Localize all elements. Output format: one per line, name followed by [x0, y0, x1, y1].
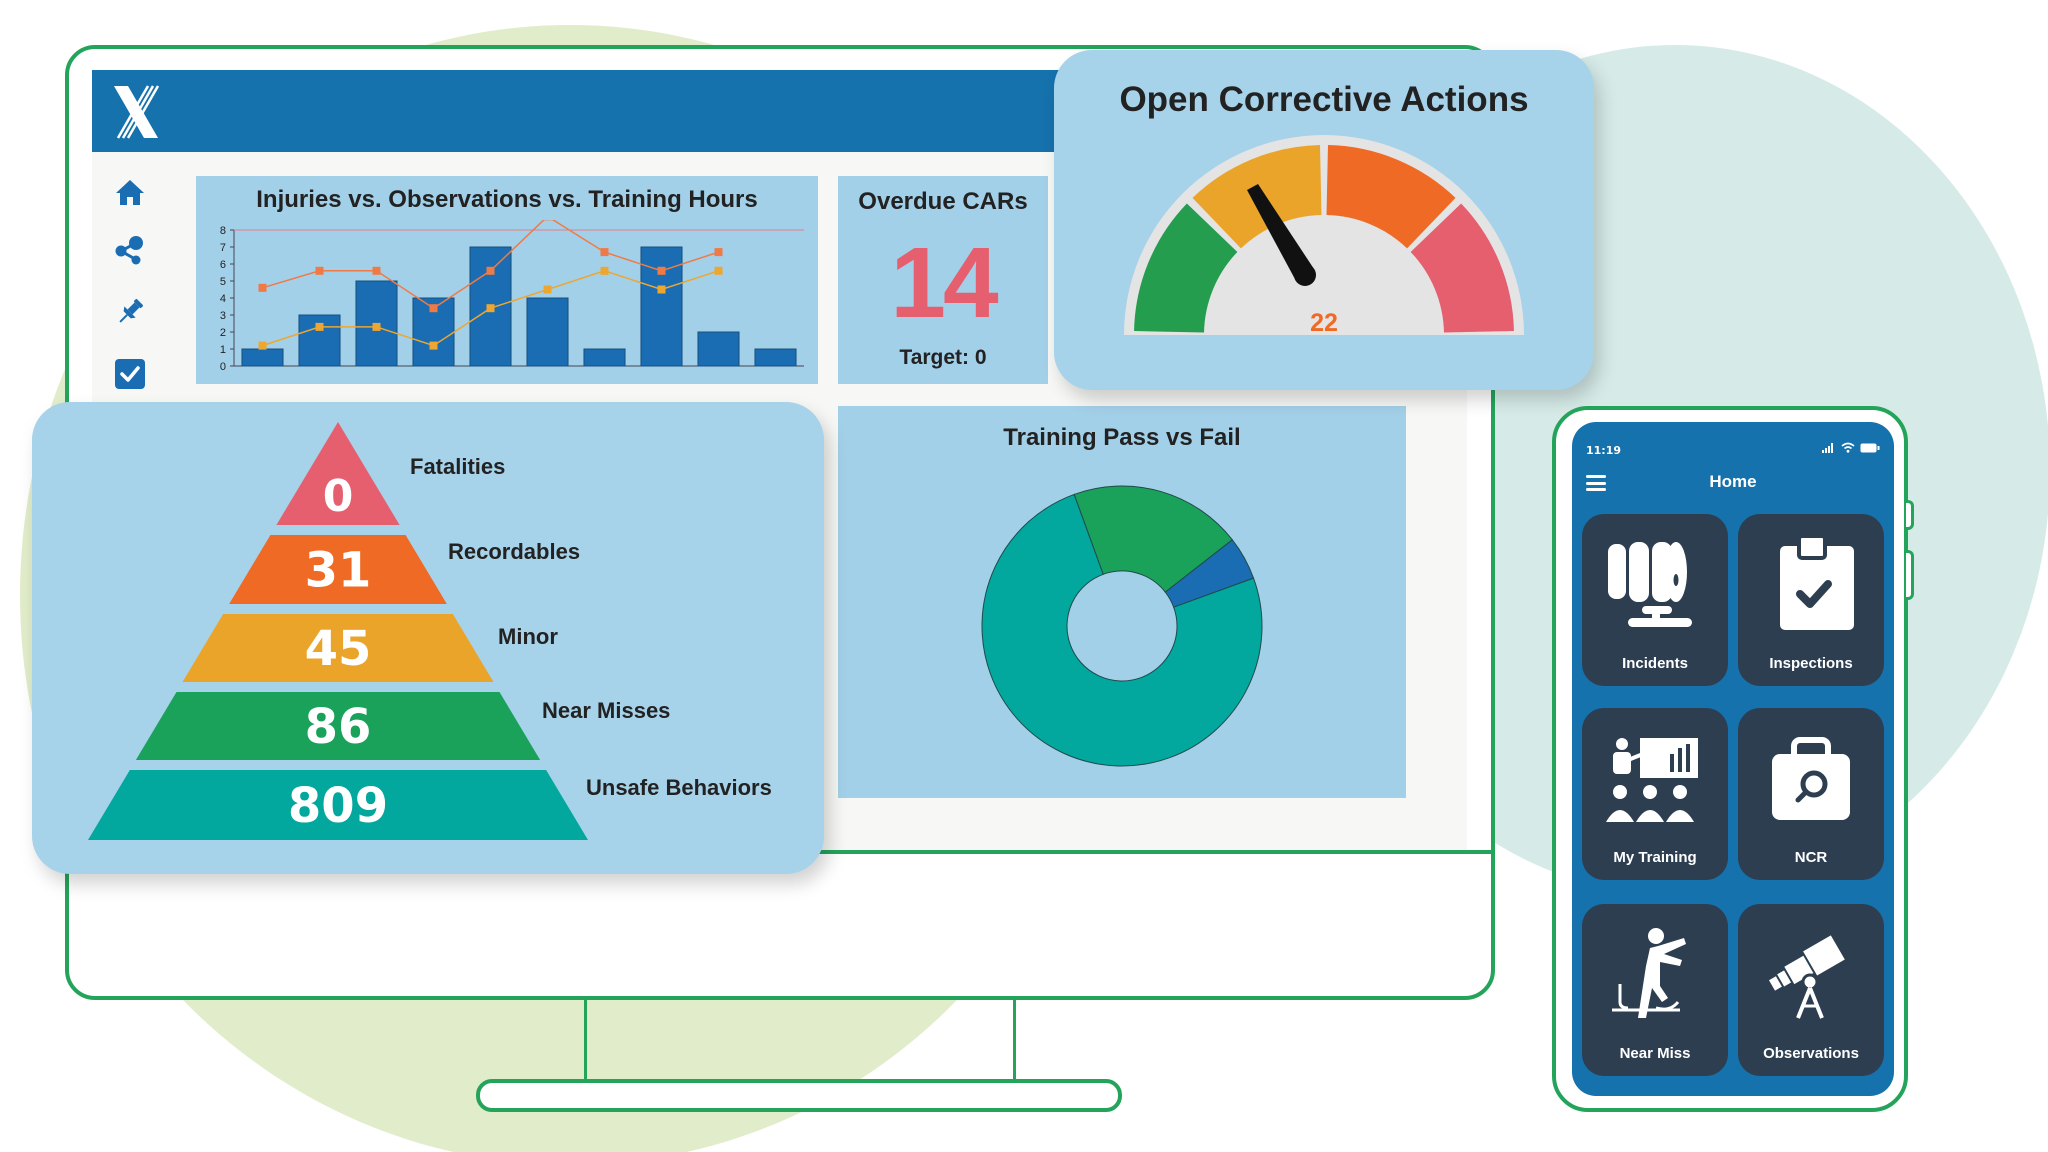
svg-text:7: 7 [220, 242, 226, 254]
donut-chart [981, 485, 1263, 767]
safety-pyramid: 0 31 45 86 809 [88, 422, 588, 840]
battery-icon [1860, 443, 1880, 452]
tile-label: Near Miss [1619, 1045, 1691, 1062]
cars-target: Target: 0 [899, 346, 987, 369]
tile-label: Inspections [1769, 655, 1853, 672]
status-bar-time: 11:19 [1586, 444, 1622, 457]
pin-icon [119, 298, 144, 323]
tile-near-miss[interactable]: Near Miss [1582, 904, 1728, 1076]
classroom-icon [1606, 738, 1698, 822]
phone-side-button [1906, 550, 1914, 600]
pyramid-label-minor: Minor [498, 624, 558, 649]
pyramid-label-unsafe-behaviors: Unsafe Behaviors [586, 775, 772, 800]
chart-title: Injuries vs. Observations vs. Training H… [256, 186, 758, 213]
tile-incidents[interactable]: Incidents [1582, 514, 1728, 686]
svg-text:5: 5 [220, 276, 226, 288]
gauge-value: 22 [1310, 309, 1338, 337]
x-logo-icon [114, 85, 160, 139]
tile-inspections[interactable]: Inspections [1738, 514, 1884, 686]
hamburger-icon [1586, 475, 1606, 478]
svg-text:3: 3 [220, 310, 226, 322]
monitor-stand [584, 998, 587, 1088]
svg-text:0: 0 [323, 471, 354, 522]
svg-text:1: 1 [220, 344, 226, 356]
tile-label: NCR [1794, 849, 1828, 866]
checkbox-icon [115, 359, 145, 389]
wifi-icon [1841, 442, 1855, 453]
pyramid-label-near-misses: Near Misses [542, 698, 671, 723]
svg-text:2: 2 [220, 327, 226, 339]
gauge-title: Open Corrective Actions [1119, 80, 1529, 119]
spill-barrel-icon [1608, 542, 1692, 627]
telescope-icon [1768, 935, 1845, 1019]
injuries-observations-chart: Injuries vs. Observations vs. Training H… [196, 176, 818, 384]
tile-my-training[interactable]: My Training [1582, 708, 1728, 880]
monitor-stand-base [476, 1079, 1122, 1112]
tile-observations[interactable]: Observations [1738, 904, 1884, 1076]
open-corrective-actions-card[interactable]: Open Corrective Actions 22 [1054, 50, 1594, 390]
training-pass-fail-chart: Training Pass vs Fail [838, 406, 1406, 798]
slip-person-icon [1612, 928, 1686, 1018]
svg-text:4: 4 [220, 293, 226, 305]
app-logo[interactable] [110, 84, 162, 140]
svg-text:0: 0 [220, 361, 226, 373]
svg-text:45: 45 [305, 621, 372, 677]
pyramid-label-recordables: Recordables [448, 539, 581, 564]
signal-icon [1822, 442, 1833, 453]
monitor-stand [1013, 998, 1016, 1088]
overdue-cars-card[interactable]: Overdue CARs 14 Target: 0 [838, 176, 1048, 384]
tile-ncr[interactable]: NCR [1738, 708, 1884, 880]
chart-title: Training Pass vs Fail [1003, 424, 1241, 451]
briefcase-search-icon [1772, 737, 1850, 820]
svg-text:809: 809 [288, 778, 388, 834]
tile-label: Incidents [1622, 655, 1688, 672]
combo-chart-plot: 0 1 2 3 4 5 6 7 8 [220, 220, 804, 373]
sidebar-item-share[interactable] [112, 232, 148, 268]
status-bar-icons [1822, 442, 1880, 453]
tile-label: Observations [1763, 1045, 1859, 1062]
mobile-app-screen: 11:19 Home Incidents [1572, 422, 1894, 1096]
svg-text:6: 6 [220, 259, 226, 271]
clipboard-check-icon [1780, 536, 1854, 630]
gauge-needle [1247, 184, 1314, 281]
share-icon [115, 236, 143, 265]
screen-title: Home [1709, 472, 1757, 491]
svg-text:86: 86 [305, 699, 372, 755]
pyramid-label-fatalities: Fatalities [410, 454, 506, 479]
gauge-chart: 22 [1124, 135, 1524, 337]
sidebar-item-home[interactable] [112, 174, 148, 210]
cars-value: 14 [890, 227, 998, 339]
tile-label: My Training [1613, 849, 1697, 866]
menu-button[interactable] [1586, 475, 1606, 491]
phone-side-button [1906, 500, 1914, 530]
svg-text:8: 8 [220, 225, 226, 237]
home-icon [116, 180, 144, 205]
sidebar-item-tasks[interactable] [112, 356, 148, 392]
app-header [92, 70, 1192, 152]
sidebar-item-pin[interactable] [112, 294, 148, 330]
svg-text:31: 31 [305, 543, 372, 599]
cars-title: Overdue CARs [858, 188, 1028, 215]
